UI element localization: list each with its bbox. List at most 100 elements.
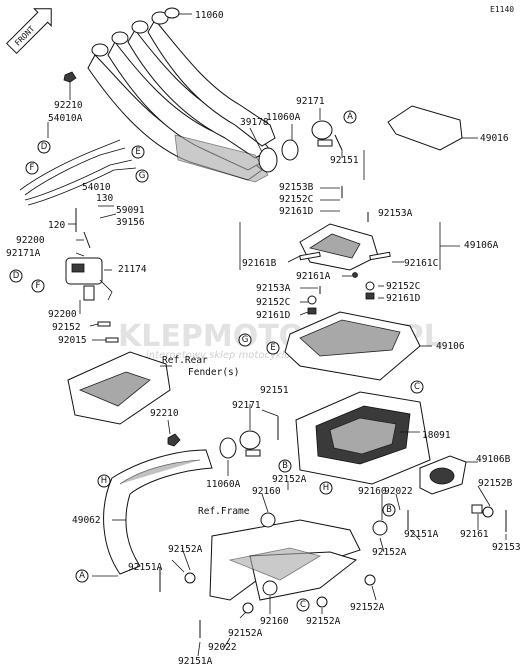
callout-f-mid: F [31, 279, 45, 293]
callout-a-top: A [343, 110, 357, 124]
label-92153B: 92153B [279, 182, 314, 193]
label-54010A: 54010A [48, 113, 83, 124]
callout-g-mid: G [238, 333, 252, 347]
label-49106: 49106 [436, 341, 465, 352]
label-92152C-right: 92152C [386, 281, 420, 292]
exhaust-pipe-49062[interactable] [103, 449, 213, 575]
label-92210: 92210 [54, 100, 83, 111]
pad-92161C-icon[interactable] [369, 251, 391, 261]
muffler-cover-49106A[interactable] [299, 223, 379, 271]
callout-b-mid: B [278, 459, 292, 473]
label-92171A: 92171A [6, 248, 41, 259]
svg-text:D: D [13, 271, 20, 281]
label-92161A: 92161A [296, 271, 331, 282]
label-92022-bottom: 92022 [208, 642, 237, 653]
nut-92161A-icon[interactable] [352, 272, 358, 278]
bracket-39156-icon[interactable] [83, 231, 91, 249]
label-92160-bottom: 92160 [260, 616, 289, 627]
label-49016: 49016 [480, 133, 509, 144]
pad-92161B-icon[interactable] [299, 251, 321, 261]
collar-92152-icon[interactable] [97, 321, 111, 327]
svg-text:C: C [300, 600, 306, 610]
gasket-11060A-lower-icon[interactable] [219, 437, 237, 459]
label-92160-right: 92160 [358, 486, 387, 497]
label-49062: 49062 [72, 515, 101, 526]
clamp-92171-lower-icon[interactable] [239, 430, 261, 457]
ref-frame: Ref.Frame [198, 506, 250, 517]
callout-a-low: A [75, 569, 89, 583]
grommet-92161D-left-icon[interactable] [307, 307, 317, 315]
label-92152C: 92152C [279, 194, 313, 205]
exhaust-header-pipes[interactable] [87, 19, 278, 183]
label-92151: 92151 [330, 155, 359, 166]
grommet-92161D-icon[interactable] [365, 292, 375, 300]
label-92022: 92022 [384, 486, 413, 497]
svg-text:D: D [41, 142, 48, 152]
throttle-cable-54010A[interactable] [19, 139, 126, 196]
label-92152A-bottom: 92152A [228, 628, 263, 639]
svg-text:H: H [323, 483, 329, 493]
gasket-11060A-icon[interactable] [281, 139, 299, 161]
label-120: 120 [48, 220, 65, 231]
silencer-18091[interactable] [295, 391, 431, 485]
label-92200: 92200 [16, 235, 45, 246]
label-92152A-left: 92152A [168, 544, 203, 555]
washer-92152C-icon[interactable] [365, 281, 375, 291]
grommet-92015-icon[interactable] [105, 337, 119, 343]
ref-rear-fender-2: Fender(s) [188, 367, 239, 378]
svg-text:H: H [101, 476, 107, 486]
label-92161C: 92161C [404, 258, 438, 269]
actuator-21174[interactable] [65, 257, 113, 301]
clamp-92171-icon[interactable] [311, 120, 333, 147]
label-39156: 39156 [116, 217, 145, 228]
svg-text:A: A [347, 112, 353, 122]
washer-92152C-left-icon[interactable] [307, 295, 317, 305]
callout-e-top: E [131, 145, 145, 159]
label-92161D-left: 92161D [256, 310, 291, 321]
label-92161B: 92161B [242, 258, 277, 269]
muffler-cover-49106[interactable] [284, 311, 421, 381]
label-39178: 39178 [240, 117, 269, 128]
svg-text:G: G [139, 171, 146, 181]
page-code: E1140 [490, 5, 514, 14]
label-92152A-right: 92152A [372, 547, 407, 558]
callout-c-low: C [296, 598, 310, 612]
label-11060A-lower: 11060A [206, 479, 241, 490]
svg-text:C: C [414, 382, 420, 392]
end-cap-49106B[interactable] [419, 455, 467, 495]
label-92153A-left: 92153A [256, 283, 291, 294]
front-arrow-icon: FRONT [5, 8, 52, 55]
heat-guard-49016[interactable] [387, 105, 463, 151]
gasket-11060-icon[interactable] [164, 7, 180, 19]
callout-h-right: H [319, 481, 333, 495]
svg-text:B: B [386, 505, 392, 515]
label-18091: 18091 [422, 430, 451, 441]
label-92161D-right: 92161D [386, 293, 421, 304]
callout-e-mid: E [266, 341, 280, 355]
svg-text:F: F [36, 281, 41, 291]
watermark-tagline: internetowy sklep motocyklowy [146, 350, 306, 361]
grommet-92161-icon[interactable] [471, 504, 483, 514]
callout-d-top: D [37, 140, 51, 154]
label-59091: 59091 [116, 205, 145, 216]
bolt-92151-icon[interactable] [334, 134, 343, 151]
label-49106B: 49106B [476, 454, 511, 465]
label-54010: 54010 [82, 182, 111, 193]
mounting-rubbers[interactable] [184, 506, 494, 614]
frame-ref [209, 519, 361, 601]
label-92161D: 92161D [279, 206, 314, 217]
callout-f-top: F [25, 161, 39, 175]
svg-text:A: A [79, 571, 85, 581]
label-92200-lower: 92200 [48, 309, 77, 320]
nut-92210-lower-icon[interactable] [167, 433, 181, 447]
leader-lines [47, 13, 507, 657]
label-11060: 11060 [195, 10, 224, 21]
label-92153: 92153 [492, 542, 521, 553]
callout-h-left: H [97, 474, 111, 488]
label-92152A-bottom-right: 92152A [350, 602, 385, 613]
svg-text:E: E [135, 147, 140, 157]
throttle-cable-54010[interactable] [24, 159, 137, 206]
label-92151-lower: 92151 [260, 385, 289, 396]
nut-92210-icon[interactable] [63, 71, 77, 83]
label-92171: 92171 [296, 96, 325, 107]
